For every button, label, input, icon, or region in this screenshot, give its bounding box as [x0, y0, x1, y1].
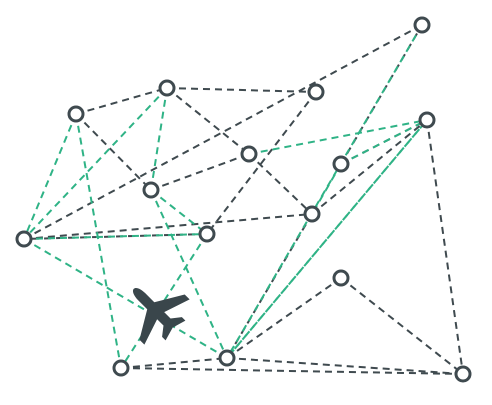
edge-gray-n11-n15: [426, 119, 464, 375]
edge-gray-n12-n13: [120, 357, 228, 369]
node-n14: [332, 269, 350, 287]
edge-green-n3-n11: [248, 119, 428, 155]
nodes-layer: [15, 16, 472, 383]
edge-gray-n6-n7: [23, 233, 208, 240]
edge-green-n5-n13: [150, 189, 228, 359]
edge-green-n11-n13: [226, 119, 428, 359]
node-n8: [303, 205, 321, 223]
edge-gray-n7-n10: [23, 24, 423, 240]
node-n13: [218, 349, 236, 367]
node-n5: [142, 181, 160, 199]
edge-green-n7-n13: [23, 238, 228, 359]
node-n4: [307, 83, 325, 101]
node-n12: [112, 359, 130, 377]
node-n3: [240, 145, 258, 163]
node-n11: [418, 111, 436, 129]
edge-gray-n4-n6: [206, 91, 317, 235]
edge-gray-n1-n5: [75, 113, 152, 191]
node-n2: [158, 79, 176, 97]
node-n7: [15, 230, 33, 248]
node-n10: [413, 16, 431, 34]
edge-green-n6-n12: [120, 233, 208, 369]
edge-green-n2-n5: [150, 87, 168, 191]
edge-gray-n2-n4: [166, 87, 317, 93]
edge-gray-n13-n15: [226, 357, 464, 375]
edge-gray-n14-n15: [340, 277, 464, 375]
edge-gray-n1-n2: [75, 87, 168, 115]
node-n1: [67, 105, 85, 123]
edge-green-n7-n6: [23, 233, 208, 240]
edge-gray-n8-n11: [311, 119, 428, 215]
edge-green-n2-n7: [23, 87, 168, 240]
edge-gray-n12-n15: [120, 367, 464, 375]
node-n6: [198, 225, 216, 243]
edge-gray-n2-n3: [166, 87, 250, 155]
airplane-icon: [132, 287, 190, 345]
edge-gray-n5-n3: [150, 153, 250, 191]
node-n9: [332, 155, 350, 173]
edges-layer: [23, 24, 464, 375]
node-n15: [454, 365, 472, 383]
edge-green-n13-n11: [226, 119, 428, 359]
edge-green-n1-n12: [75, 113, 122, 369]
edge-green-n9-n11: [340, 119, 428, 165]
edge-gray-n3-n8: [248, 153, 313, 215]
edge-green-n1-n7: [23, 113, 77, 240]
edge-green-n10-n13: [226, 24, 423, 359]
